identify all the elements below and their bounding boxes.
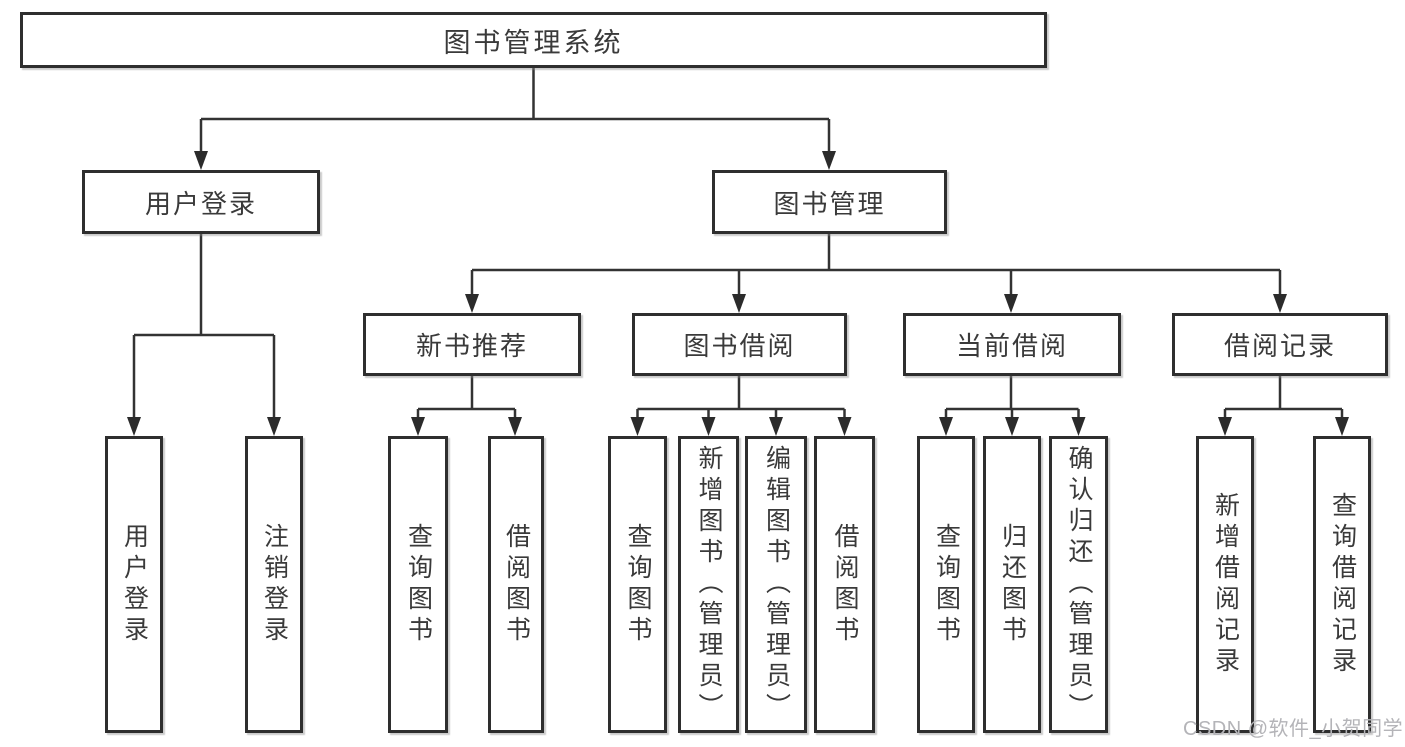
arrowhead [194, 151, 208, 170]
arrowheads [127, 151, 1349, 436]
leaf-return-books: 归还图书 [983, 436, 1041, 733]
leaf-borrow-books-label: 借阅图书 [831, 522, 859, 647]
leaf-query-books-current: 查询图书 [917, 436, 975, 733]
leaf-query-books-borrow: 查询图书 [608, 436, 667, 733]
arrowhead [822, 151, 836, 170]
leaf-edit-book-admin-label: 编辑图书（管理员） [762, 445, 791, 724]
arrowhead [267, 417, 281, 436]
leaf-logout-label: 注销登录 [260, 522, 289, 647]
leaf-query-borrow-record: 查询借阅记录 [1313, 436, 1371, 733]
connector-book-management [470, 234, 1282, 298]
leaf-query-books-borrow-label: 查询图书 [624, 522, 652, 647]
leaf-user-login-label: 用户登录 [120, 522, 149, 647]
leaf-query-borrow-record-label: 查询借阅记录 [1328, 491, 1357, 678]
leaf-borrow-books-recommend: 借阅图书 [488, 436, 544, 733]
leaf-user-login: 用户登录 [105, 436, 163, 733]
connector-user-login [132, 234, 276, 421]
connector-book-borrow [636, 376, 846, 421]
arrowhead [1273, 294, 1287, 313]
leaf-query-books-recommend-label: 查询图书 [404, 522, 433, 647]
arrowhead [837, 417, 852, 436]
arrowhead [1335, 417, 1349, 436]
arrowhead [1071, 417, 1086, 436]
arrowhead [411, 417, 425, 436]
leaf-query-books-current-label: 查询图书 [932, 522, 961, 647]
connector-borrow-records [1223, 376, 1344, 421]
leaf-query-books-recommend: 查询图书 [388, 436, 448, 733]
leaf-add-borrow-record: 新增借阅记录 [1196, 436, 1254, 733]
arrowhead [465, 294, 479, 313]
arrowhead [701, 417, 716, 436]
leaf-add-book-admin: 新增图书（管理员） [678, 436, 739, 733]
node-root: 图书管理系统 [20, 12, 1047, 68]
connector-new-book-recommend [416, 376, 517, 421]
arrowhead [1004, 294, 1018, 313]
node-borrow-records-label: 借阅记录 [1223, 331, 1336, 361]
leaf-borrow-books: 借阅图书 [814, 436, 875, 733]
leaf-logout: 注销登录 [245, 436, 303, 733]
arrowhead [127, 417, 141, 436]
node-book-management: 图书管理 [712, 170, 947, 234]
arrowhead [508, 417, 522, 436]
watermark: CSDN @软件_小贺同学 [1183, 718, 1404, 740]
connector-root [199, 68, 831, 155]
node-root-label: 图书管理系统 [443, 27, 624, 58]
node-current-borrow: 当前借阅 [903, 313, 1121, 376]
arrowhead [769, 417, 783, 436]
leaf-confirm-return-admin: 确认归还（管理员） [1049, 436, 1108, 733]
node-user-login-label: 用户登录 [144, 188, 257, 219]
connector-current-borrow [944, 376, 1080, 421]
leaf-add-book-admin-label: 新增图书（管理员） [695, 445, 723, 724]
node-current-borrow-label: 当前借阅 [955, 331, 1068, 361]
node-book-management-label: 图书管理 [773, 188, 886, 219]
leaf-borrow-books-recommend-label: 借阅图书 [502, 522, 531, 647]
leaf-edit-book-admin: 编辑图书（管理员） [745, 436, 807, 733]
arrowhead [1218, 417, 1232, 436]
node-book-borrow: 图书借阅 [632, 313, 847, 376]
arrowhead [732, 294, 746, 313]
leaf-return-books-label: 归还图书 [998, 522, 1027, 647]
node-new-book-recommend: 新书推荐 [363, 313, 581, 376]
leaf-confirm-return-admin-label: 确认归还（管理员） [1065, 445, 1093, 724]
node-user-login: 用户登录 [82, 170, 320, 234]
node-new-book-recommend-label: 新书推荐 [415, 331, 528, 361]
node-borrow-records: 借阅记录 [1172, 313, 1388, 376]
arrowhead [630, 417, 645, 436]
arrowhead [939, 417, 953, 436]
arrowhead [1005, 417, 1019, 436]
leaf-add-borrow-record-label: 新增借阅记录 [1211, 491, 1240, 678]
node-book-borrow-label: 图书借阅 [683, 331, 796, 361]
